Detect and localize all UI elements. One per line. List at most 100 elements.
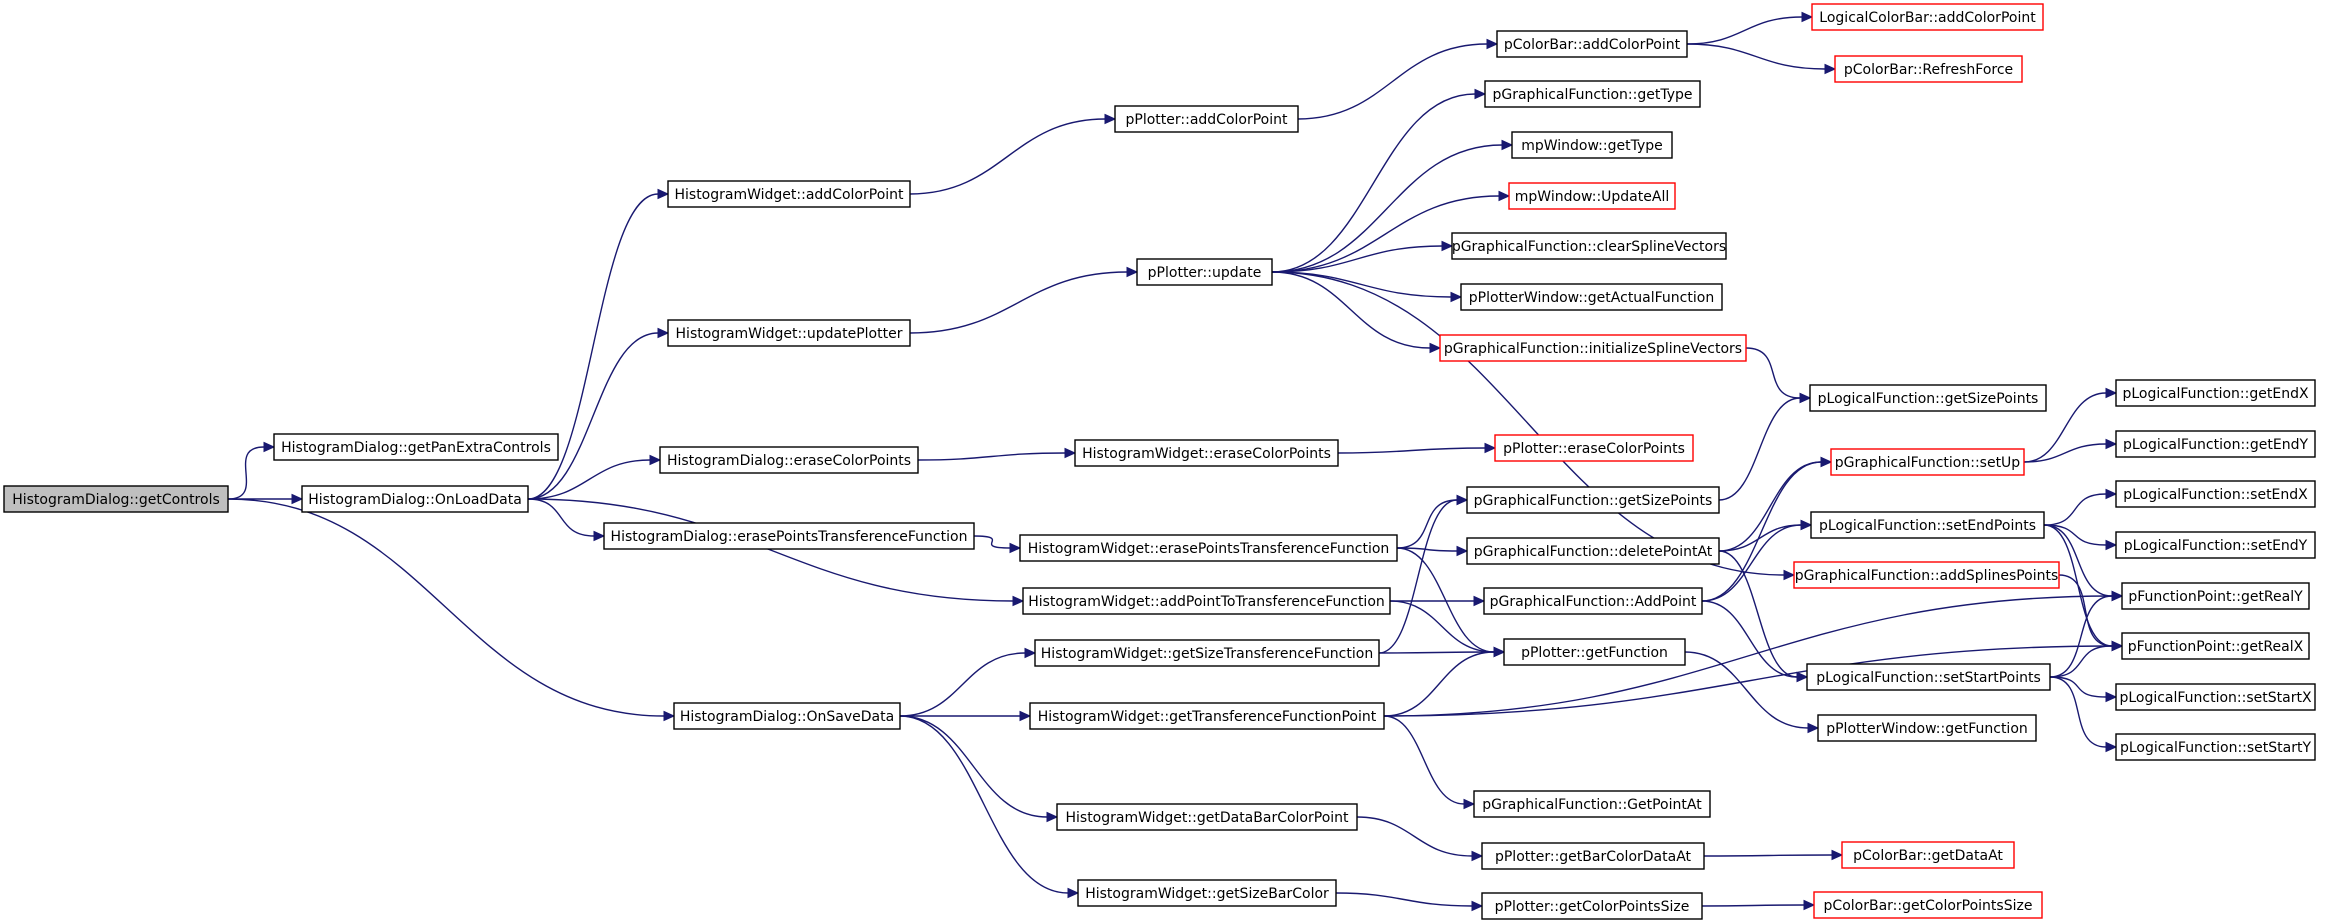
node-pp-get-bar-color-data-at[interactable]: pPlotter::getBarColorDataAt [1481, 842, 1705, 870]
node-box [1511, 131, 1673, 159]
node-pgf-clear-spline[interactable]: pGraphicalFunction::clearSplineVectors [1451, 232, 1727, 260]
node-on-save-data[interactable]: HistogramDialog::OnSaveData [673, 702, 901, 730]
call-edge-on-save-data-to-hw-get-tfpoint [900, 710, 1032, 722]
node-pcb-add-color-point[interactable]: pColorBar::addColorPoint [1496, 30, 1688, 58]
node-pgf-get-type[interactable]: pGraphicalFunction::getType [1484, 80, 1701, 108]
call-edge-on-load-data-to-hw-add-point-to-tf [527, 498, 1025, 607]
node-box [3, 485, 229, 513]
node-mpw-update-all[interactable]: mpWindow::UpdateAll [1508, 182, 1676, 210]
call-edge-pcb-add-color-point-to-pcb-refresh-force [1686, 43, 1837, 75]
node-pp-update[interactable]: pPlotter::update [1136, 258, 1273, 286]
node-hw-add-point-to-tf[interactable]: HistogramWidget::addPointToTransferenceF… [1022, 587, 1391, 615]
node-label: pGraphicalFunction::initializeSplineVect… [1444, 341, 1742, 357]
node-pgf-set-up[interactable]: pGraphicalFunction::setUp [1830, 448, 2025, 476]
node-hw-erase-color-points[interactable]: HistogramWidget::eraseColorPoints [1074, 439, 1339, 467]
node-pcb-refresh-force[interactable]: pColorBar::RefreshForce [1834, 55, 2023, 83]
node-plf-set-start-y[interactable]: pLogicalFunction::setStartY [2115, 733, 2316, 761]
node-label: pLogicalFunction::getEndX [2122, 386, 2309, 402]
node-label: HistogramDialog::eraseColorPoints [667, 453, 911, 469]
call-edge-pp-update-to-pgf-init-spline [1271, 271, 1442, 354]
node-hw-get-data-bar-color-point[interactable]: HistogramWidget::getDataBarColorPoint [1056, 803, 1358, 831]
node-pgf-init-spline[interactable]: pGraphicalFunction::initializeSplineVect… [1439, 334, 1747, 362]
node-plf-set-end-points[interactable]: pLogicalFunction::setEndPoints [1810, 511, 2045, 539]
node-pgf-delete-point-at[interactable]: pGraphicalFunction::deletePointAt [1466, 537, 1720, 565]
node-pgf-add-splines-points[interactable]: pGraphicalFunction::addSplinesPoints [1793, 561, 2060, 589]
node-on-load-data[interactable]: HistogramDialog::OnLoadData [301, 485, 529, 513]
node-plf-get-end-x[interactable]: pLogicalFunction::getEndX [2115, 379, 2316, 407]
call-edge-pp-update-to-pgf-get-type [1271, 88, 1487, 273]
node-pfp-get-real-y[interactable]: pFunctionPoint::getRealY [2121, 582, 2310, 610]
call-edge-pgf-set-up-to-plf-get-end-y [2023, 438, 2118, 463]
node-label: HistogramWidget::addColorPoint [674, 187, 904, 203]
node-pgf-add-point[interactable]: pGraphicalFunction::AddPoint [1483, 587, 1703, 615]
call-edge-pp-update-to-pgf-clear-spline [1271, 240, 1454, 273]
node-plf-get-end-y[interactable]: pLogicalFunction::getEndY [2115, 430, 2316, 458]
call-edge-hw-get-tfpoint-to-pgf-get-point-at [1383, 715, 1476, 810]
node-mpw-get-type[interactable]: mpWindow::getType [1511, 131, 1673, 159]
node-label: pPlotter::getFunction [1521, 645, 1668, 661]
node-label: HistogramDialog::OnLoadData [308, 492, 522, 508]
node-pcb-get-data-at[interactable]: pColorBar::getDataAt [1841, 841, 2015, 869]
call-edge-on-load-data-to-hw-update-plotter [527, 327, 670, 500]
node-box [1473, 790, 1711, 818]
call-edge-get-controls-to-get-pan-extra-controls [227, 441, 276, 500]
node-get-pan-extra-controls[interactable]: HistogramDialog::getPanExtraControls [273, 433, 559, 461]
node-plf-set-end-x[interactable]: pLogicalFunction::setEndX [2115, 480, 2316, 508]
node-label: pPlotter::addColorPoint [1126, 112, 1288, 128]
node-label: mpWindow::getType [1521, 138, 1663, 154]
node-box [1834, 55, 2023, 83]
node-ppw-get-function[interactable]: pPlotterWindow::getFunction [1817, 714, 2037, 742]
node-hw-get-size-tf[interactable]: HistogramWidget::getSizeTransferenceFunc… [1034, 639, 1380, 667]
node-box [1022, 587, 1391, 615]
node-plf-set-start-x[interactable]: pLogicalFunction::setStartX [2115, 683, 2316, 711]
node-box [1034, 639, 1380, 667]
node-hw-update-plotter[interactable]: HistogramWidget::updatePlotter [667, 319, 911, 347]
node-hw-get-size-bar-color[interactable]: HistogramWidget::getSizeBarColor [1077, 879, 1337, 907]
node-ppw-get-actual-function[interactable]: pPlotterWindow::getActualFunction [1460, 283, 1723, 311]
call-edge-pgf-add-point-to-plf-set-start-points [1701, 600, 1809, 683]
call-edge-on-save-data-to-hw-get-data-bar-color-point [899, 715, 1059, 823]
node-box [667, 319, 911, 347]
call-edge-pp-get-function-to-ppw-get-function [1684, 651, 1820, 734]
node-hd-erase-color-points[interactable]: HistogramDialog::eraseColorPoints [659, 446, 919, 474]
call-edge-hw-erase-color-points-to-pp-erase-color-points [1337, 442, 1497, 454]
node-plf-set-end-y[interactable]: pLogicalFunction::setEndY [2115, 531, 2316, 559]
node-hw-add-color-point[interactable]: HistogramWidget::addColorPoint [667, 180, 911, 208]
node-label: pColorBar::getDataAt [1853, 848, 2003, 864]
call-edge-hw-add-point-to-tf-to-pgf-add-point [1390, 595, 1486, 607]
node-pp-get-function[interactable]: pPlotter::getFunction [1503, 638, 1686, 666]
node-label: HistogramWidget::getDataBarColorPoint [1065, 810, 1349, 826]
call-edge-plf-set-end-points-to-plf-set-end-y [2043, 524, 2118, 551]
node-box [1029, 702, 1385, 730]
node-label: HistogramWidget::getSizeBarColor [1085, 886, 1329, 902]
node-pcb-get-color-points-size[interactable]: pColorBar::getColorPointsSize [1813, 891, 2043, 919]
node-label: HistogramWidget::eraseColorPoints [1082, 446, 1331, 462]
node-pfp-get-real-x[interactable]: pFunctionPoint::getRealX [2121, 632, 2310, 660]
node-label: HistogramWidget::getTransferenceFunction… [1038, 709, 1377, 725]
node-plf-set-start-points[interactable]: pLogicalFunction::setStartPoints [1806, 663, 2051, 691]
call-edge-hw-erase-points-tf-to-pgf-delete-point-at [1396, 545, 1469, 557]
call-edge-plf-set-start-points-to-plf-set-start-x [2049, 676, 2118, 703]
node-lcb-add-color-point[interactable]: LogicalColorBar::addColorPoint [1811, 3, 2044, 31]
node-label: pLogicalFunction::getSizePoints [1818, 391, 2039, 407]
node-box [2121, 632, 2310, 660]
node-box [1460, 283, 1723, 311]
node-hw-erase-points-tf[interactable]: HistogramWidget::erasePointsTransference… [1019, 534, 1398, 562]
node-pp-add-color-point[interactable]: pPlotter::addColorPoint [1114, 105, 1299, 133]
node-label: pLogicalFunction::setEndY [2124, 538, 2308, 554]
node-hw-get-tfpoint[interactable]: HistogramWidget::getTransferenceFunction… [1029, 702, 1385, 730]
node-pgf-get-point-at[interactable]: pGraphicalFunction::GetPointAt [1473, 790, 1711, 818]
node-box [2115, 379, 2316, 407]
node-pp-erase-color-points[interactable]: pPlotter::eraseColorPoints [1494, 434, 1694, 462]
node-hd-erase-points-tf[interactable]: HistogramDialog::erasePointsTransference… [603, 522, 975, 550]
node-box [1830, 448, 2025, 476]
node-label: pGraphicalFunction::AddPoint [1490, 594, 1697, 610]
node-label: pPlotter::getBarColorDataAt [1495, 849, 1692, 865]
node-box [1503, 638, 1686, 666]
node-box [1056, 803, 1358, 831]
call-edge-hw-get-size-bar-color-to-pp-get-color-points-size [1335, 892, 1484, 912]
node-plf-get-size-points[interactable]: pLogicalFunction::getSizePoints [1809, 384, 2047, 412]
node-pp-get-color-points-size[interactable]: pPlotter::getColorPointsSize [1481, 892, 1703, 920]
node-pgf-get-size-points[interactable]: pGraphicalFunction::getSizePoints [1466, 486, 1720, 514]
node-get-controls[interactable]: HistogramDialog::getControls [3, 485, 229, 513]
